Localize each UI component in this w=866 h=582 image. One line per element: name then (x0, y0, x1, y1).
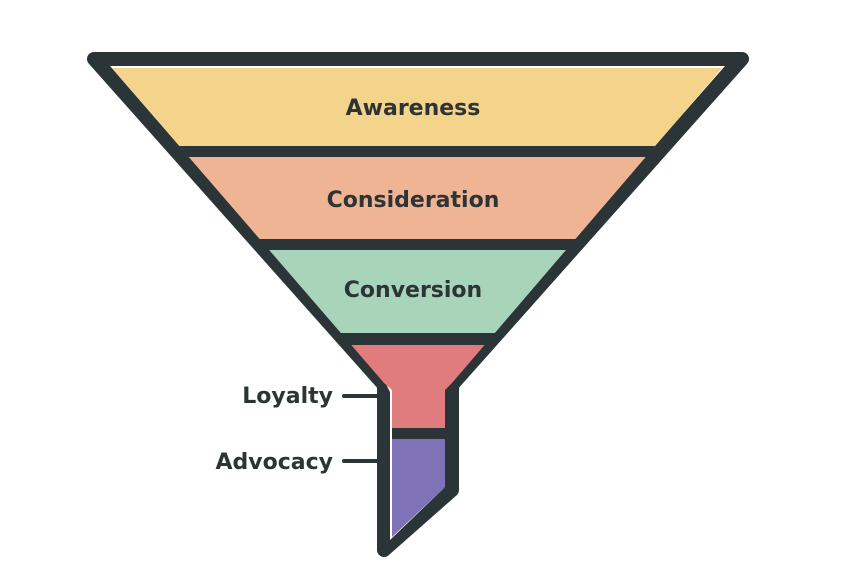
funnel-band-advocacy (112, 439, 722, 537)
stage-label-loyalty: Loyalty (242, 384, 333, 409)
stage-label-awareness: Awareness (346, 96, 481, 121)
stage-label-consideration: Consideration (327, 188, 500, 213)
funnel-band-awareness (112, 68, 722, 146)
band-separator (112, 239, 722, 250)
band-separator (112, 146, 722, 157)
band-separator (112, 428, 722, 439)
stage-label-advocacy: Advocacy (216, 450, 334, 475)
funnel-band-loyalty (112, 345, 722, 428)
stage-label-conversion: Conversion (344, 278, 482, 303)
band-separator (112, 333, 722, 345)
